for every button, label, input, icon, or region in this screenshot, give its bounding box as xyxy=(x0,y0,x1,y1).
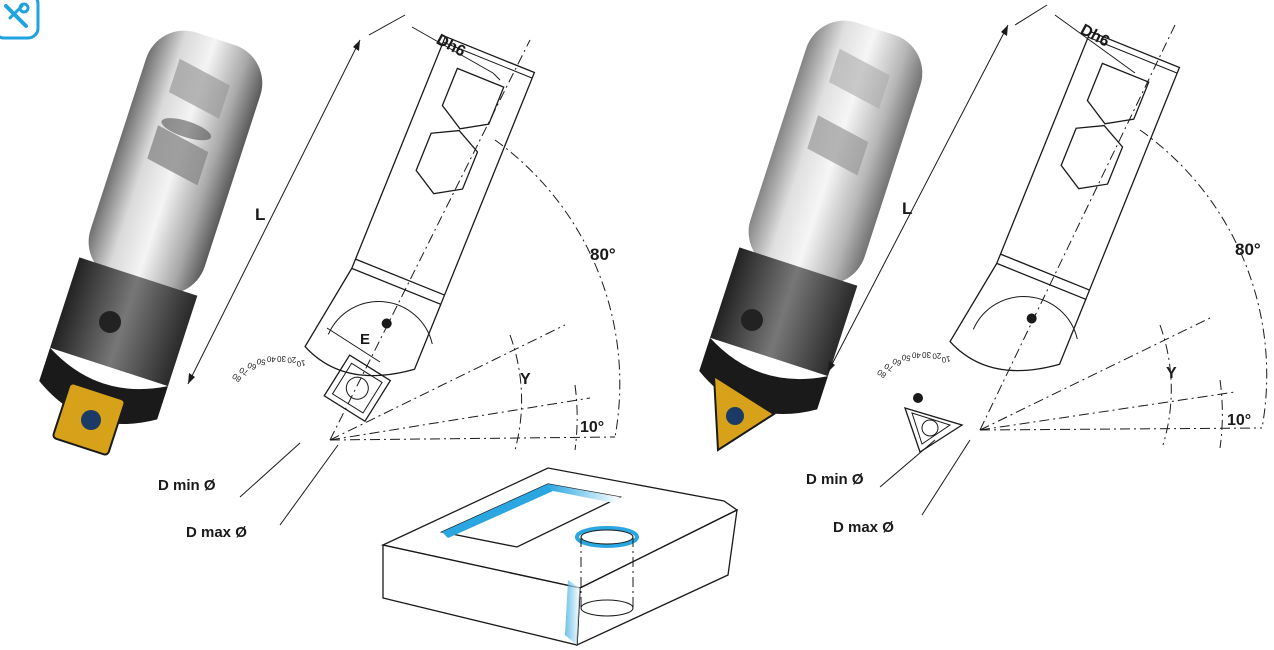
left-tool-drawing xyxy=(187,14,621,526)
right-tick-2: 30 xyxy=(922,350,931,359)
left-label-offset: E xyxy=(360,331,370,348)
left-dial-scale: 10 20 30 40 50 60 70 80 xyxy=(230,354,306,384)
left-tool-photo xyxy=(39,30,263,456)
left-label-length: L xyxy=(255,205,265,224)
right-label-shank-diameter: Dh6 xyxy=(1077,21,1112,50)
right-tick-4: 50 xyxy=(900,352,911,363)
right-label-angle-var: Y xyxy=(1166,365,1177,382)
right-tick-1: 20 xyxy=(931,351,941,361)
left-tick-1: 20 xyxy=(286,355,296,365)
right-label-angle-min: 10° xyxy=(1227,412,1251,429)
left-tick-6: 70 xyxy=(237,365,249,377)
left-tick-2: 30 xyxy=(277,354,286,363)
left-tick-4: 50 xyxy=(255,356,266,367)
right-tick-0: 10 xyxy=(940,354,951,365)
right-dial-scale: 10 20 30 40 50 60 70 80 xyxy=(875,350,951,380)
left-label-d-min: D min Ø xyxy=(158,477,216,494)
right-tick-3: 40 xyxy=(911,350,921,360)
left-label-angle-min: 10° xyxy=(580,419,604,436)
left-label-d-max: D max Ø xyxy=(186,524,247,541)
right-label-d-min: D min Ø xyxy=(806,471,864,488)
workpiece-block xyxy=(380,467,739,647)
right-tick-6: 70 xyxy=(882,361,894,373)
right-label-d-max: D max Ø xyxy=(833,519,894,536)
left-tick-3: 40 xyxy=(266,354,276,364)
tool-wrench-icon xyxy=(0,0,40,40)
right-tool-drawing xyxy=(827,4,1268,516)
left-label-angle-var: Y xyxy=(520,371,531,388)
right-tick-5: 60 xyxy=(891,356,903,367)
left-tick-5: 60 xyxy=(246,360,258,371)
left-tick-0: 10 xyxy=(295,358,306,369)
right-label-angle-max: 80° xyxy=(1235,240,1261,259)
left-label-angle-max: 80° xyxy=(590,245,616,264)
right-label-length: L xyxy=(902,199,912,218)
right-tool-photo xyxy=(699,20,923,452)
